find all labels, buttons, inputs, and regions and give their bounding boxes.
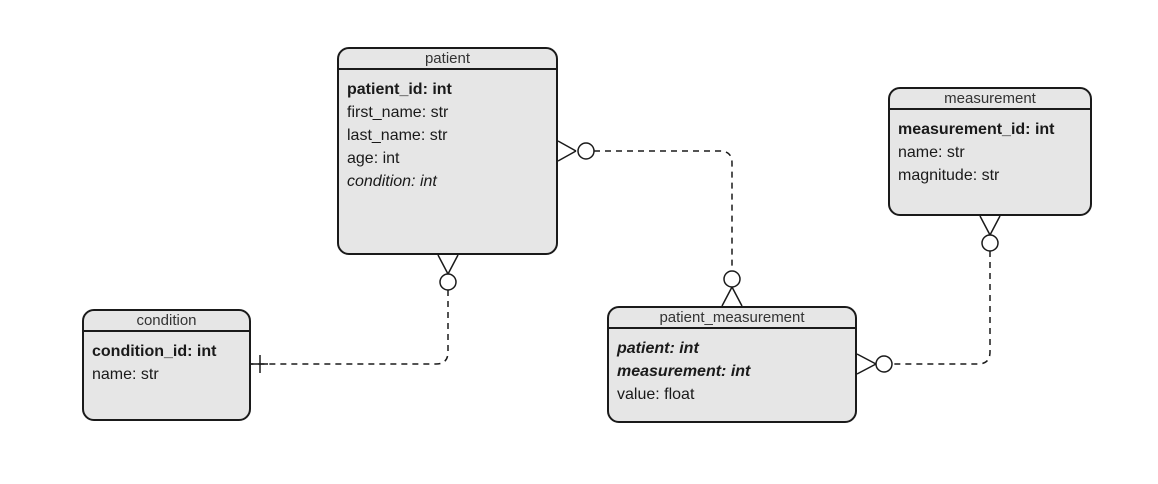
entity-measurement[interactable]: measurement measurement_id: int name: st…: [888, 87, 1092, 216]
entity-patient[interactable]: patient patient_id: int first_name: str …: [337, 47, 558, 255]
one-marker-condition: [251, 355, 268, 373]
attribute: age: int: [347, 150, 400, 167]
entity-title: patient: [339, 49, 556, 70]
entity-condition[interactable]: condition condition_id: int name: str: [82, 309, 251, 421]
crowfoot-patient-bottom: [437, 254, 459, 291]
attribute: name: str: [92, 366, 159, 383]
entity-title: patient_measurement: [609, 308, 855, 329]
attribute-primary-key: measurement_id: int: [898, 121, 1055, 138]
relationship-measurement-patient-measurement[interactable]: [892, 251, 991, 365]
entity-patient-measurement[interactable]: patient_measurement patient: int measure…: [607, 306, 857, 423]
attribute-primary-key: condition_id: int: [92, 343, 217, 360]
entity-title: measurement: [890, 89, 1090, 110]
attribute-composite-key: measurement: int: [617, 363, 751, 380]
attribute: magnitude: str: [898, 167, 1000, 184]
attribute: first_name: str: [347, 104, 449, 121]
relationship-patient-patient-measurement[interactable]: [594, 150, 733, 271]
crowfoot-patient-side: [557, 140, 595, 162]
attribute: value: float: [617, 386, 695, 403]
entity-title: condition: [84, 311, 249, 332]
relationship-patient-condition[interactable]: [251, 290, 449, 365]
crowfoot-measurement-bottom: [979, 215, 1001, 252]
attribute-foreign-key: condition: int: [347, 173, 437, 190]
attribute-primary-key: patient_id: int: [347, 81, 452, 98]
crowfoot-patient-measurement-right: [856, 353, 893, 375]
attribute: name: str: [898, 144, 965, 161]
attribute-composite-key: patient: int: [617, 340, 699, 357]
crowfoot-patient-measurement-top: [721, 270, 743, 307]
attribute: last_name: str: [347, 127, 448, 144]
